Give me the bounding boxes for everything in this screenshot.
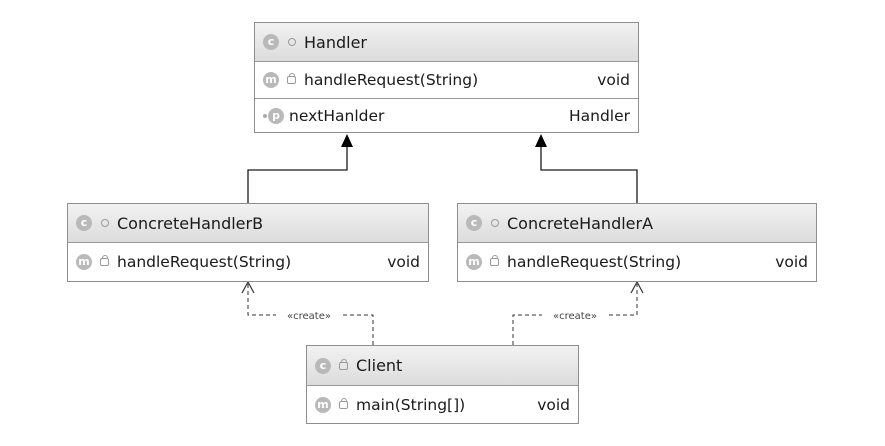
method-icon: m [263,72,279,88]
class-header[interactable]: c Client [307,346,578,386]
class-header[interactable]: c ConcreteHandlerA [458,204,816,243]
method-row[interactable]: m handleRequest(String) void [68,243,428,281]
return-type: void [597,71,630,89]
method-icon: m [76,254,92,270]
field-row[interactable]: p nextHanlder Handler [255,98,638,132]
class-header[interactable]: c Handler [255,23,638,62]
inheritance-b-to-handler [247,134,353,203]
class-name: Client [356,356,403,375]
public-visibility-icon [339,397,348,409]
class-header[interactable]: c ConcreteHandlerB [68,204,428,243]
create-stereotype-label: «create» [553,311,597,322]
visibility-icon [288,38,296,46]
class-name: Handler [304,32,367,52]
public-visibility-icon [490,255,499,266]
return-type: void [775,253,808,271]
concrete-handler-a-class-box[interactable]: c ConcreteHandlerA m handleRequest(Strin… [457,203,817,282]
method-row[interactable]: m main(String[]) void [307,386,578,423]
class-icon: c [76,215,92,231]
public-visibility-icon [287,73,296,84]
method-row[interactable]: m handleRequest(String) void [458,243,816,281]
dependency-arrowhead [630,280,644,294]
client-class-box[interactable]: c Client m main(String[]) void [306,345,579,424]
inheritance-arrowhead [535,134,547,147]
dependency-arrowhead [241,280,255,294]
inheritance-a-to-handler [535,134,638,203]
class-icon: c [315,357,331,374]
inheritance-arrowhead [341,134,353,147]
dependency-client-to-b: «create» [241,280,374,345]
dependency-client-to-a: «create» [512,280,644,345]
method-name: handleRequest(String) [507,253,682,271]
handler-class-box[interactable]: c Handler m handleRequest(String) void p… [254,22,639,133]
visibility-icon [491,219,499,227]
public-visibility-icon [100,255,109,266]
package-visibility-icon [263,113,267,118]
method-row[interactable]: m handleRequest(String) void [255,62,638,98]
property-icon: p [268,107,284,124]
class-name: ConcreteHandlerB [117,213,264,233]
return-type: void [537,395,570,414]
method-name: handleRequest(String) [117,253,292,271]
create-stereotype-label: «create» [287,311,331,322]
field-name: nextHanlder [289,106,385,125]
visibility-icon [101,219,109,227]
class-icon: c [466,215,482,231]
concrete-handler-b-class-box[interactable]: c ConcreteHandlerB m handleRequest(Strin… [67,203,429,282]
class-icon: c [263,34,279,50]
field-type: Handler [568,106,630,125]
public-visibility-icon [339,358,348,370]
static-method-icon: m [315,396,331,413]
class-name: ConcreteHandlerA [507,213,654,233]
method-icon: m [466,254,482,270]
method-name: handleRequest(String) [304,71,479,89]
return-type: void [387,253,420,271]
method-name: main(String[]) [356,395,466,414]
